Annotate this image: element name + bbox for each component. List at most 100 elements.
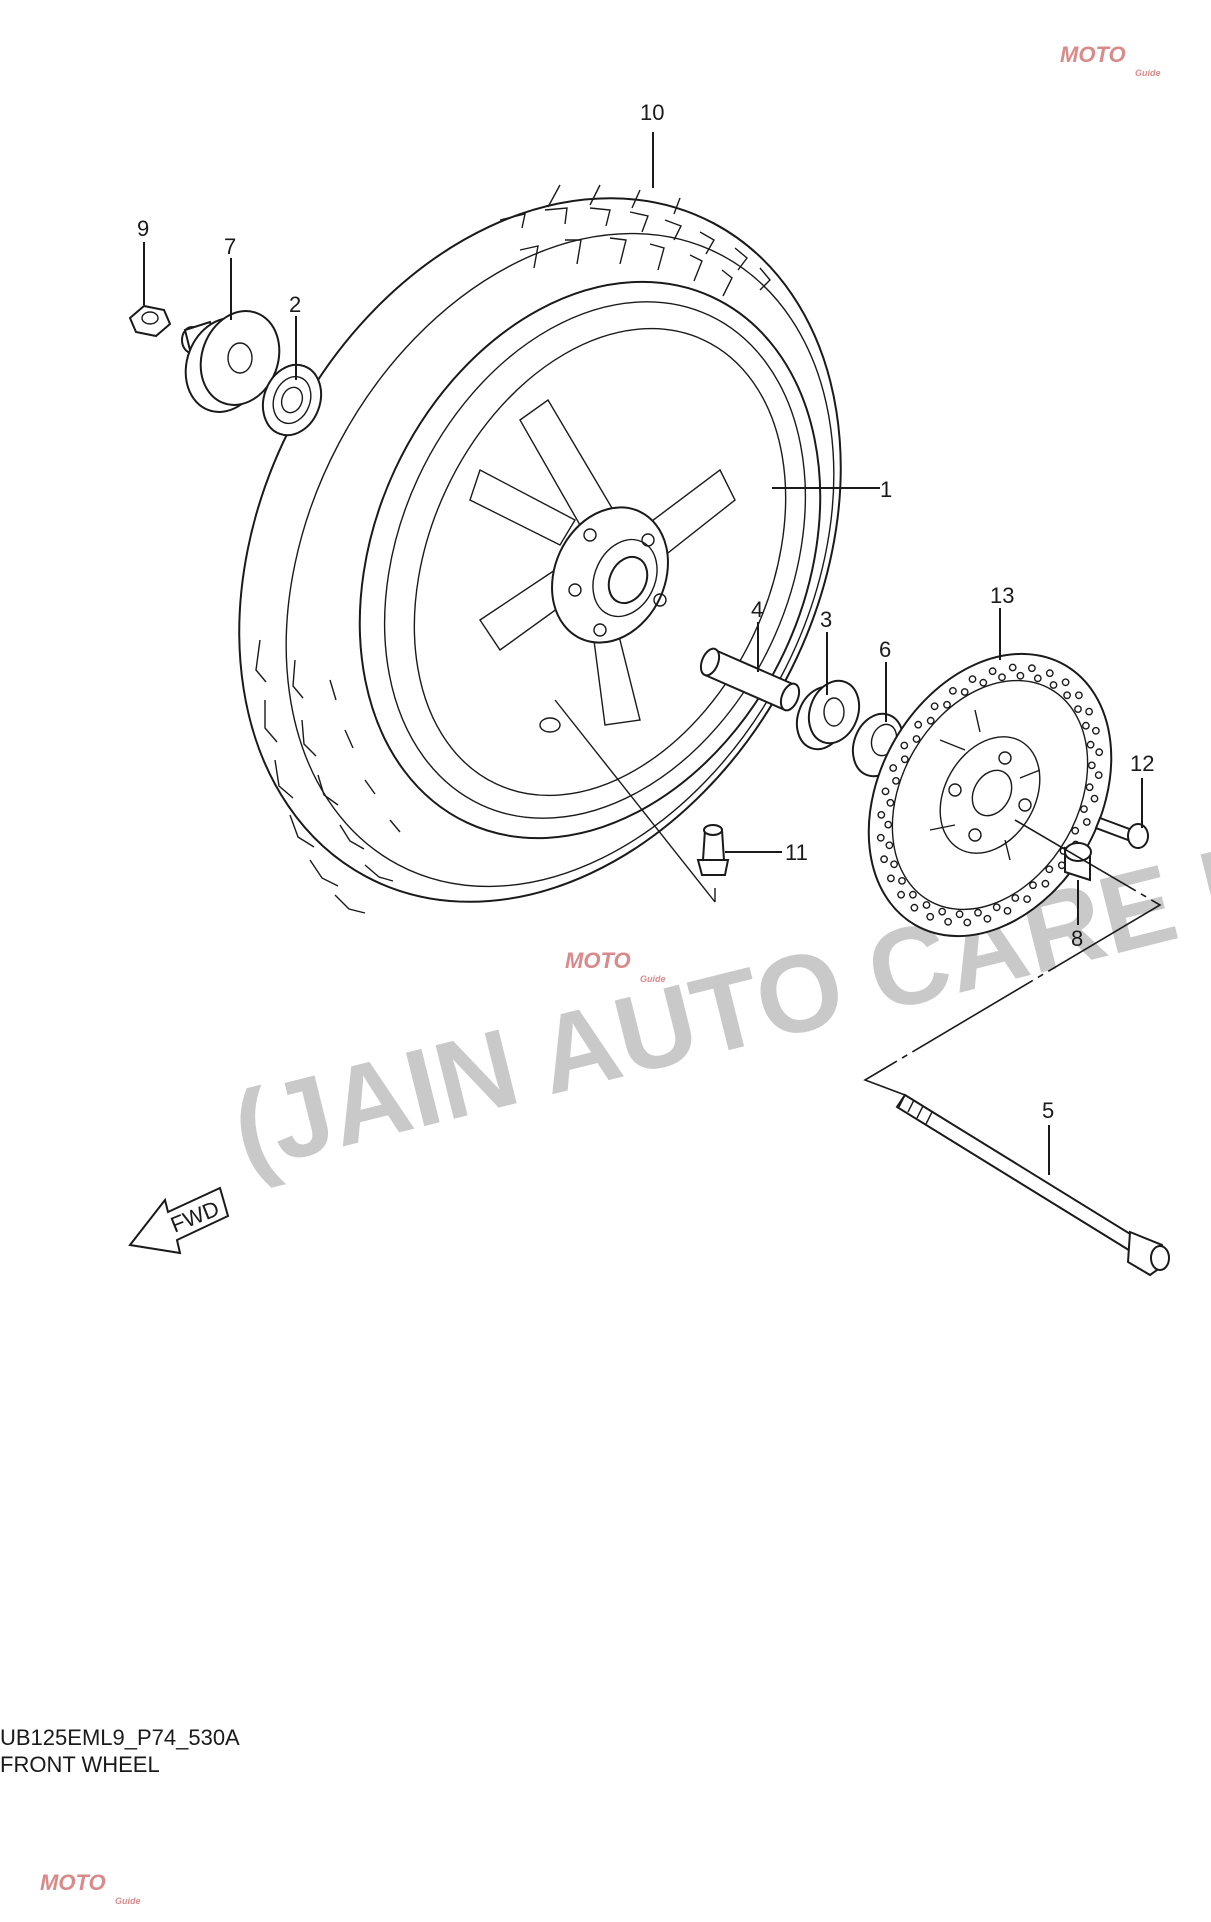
disc-hole (1063, 691, 1072, 700)
disc-hole (1085, 783, 1094, 792)
disc-hole (912, 735, 921, 743)
disc-hole (890, 860, 898, 869)
disc-hole (1094, 771, 1103, 779)
disc-hole (898, 877, 906, 885)
logo-top-sub: Guide (1135, 68, 1161, 78)
disc-hole (900, 741, 909, 750)
disc-hole (897, 890, 905, 899)
disc-hole (960, 688, 969, 696)
diagram-code: UB125EML9_P74_530A (0, 1725, 240, 1750)
callout-5: 5 (1042, 1098, 1054, 1123)
disc-hole (930, 702, 939, 711)
disc-hole (884, 820, 893, 829)
disc-hole (909, 890, 917, 899)
disc-hole (1003, 907, 1012, 915)
disc-hole (955, 910, 964, 919)
disc-hole (1033, 674, 1042, 683)
callout-2: 2 (289, 292, 301, 317)
disc-hole (1028, 664, 1036, 673)
disc-hole (887, 874, 895, 883)
disc-hole (968, 675, 977, 683)
disc-hole (1082, 721, 1090, 730)
callout-7: 7 (224, 234, 236, 259)
callout-13: 13 (990, 583, 1014, 608)
callout-11: 11 (785, 840, 808, 865)
disc-hole (1045, 669, 1054, 678)
disc-hole (1080, 805, 1088, 813)
seal-part-7 (184, 310, 281, 413)
disc-hole (877, 811, 886, 819)
spacer-part-4 (699, 647, 801, 712)
logo-top: MOTO Guide (1060, 42, 1161, 78)
callout-8: 8 (1071, 926, 1083, 951)
disc-hole (886, 798, 895, 807)
disc-hole (889, 764, 898, 772)
logo-bottom: MOTO Guide (40, 1870, 141, 1906)
disc-hole (1074, 705, 1082, 713)
disc-hole (974, 908, 982, 917)
disc-hole (938, 907, 947, 916)
disc-hole (926, 716, 935, 725)
leader-lines (143, 132, 1162, 1175)
disc-hole (876, 833, 885, 842)
disc-hole (963, 918, 972, 927)
callout-1: 1 (880, 477, 892, 502)
disc-hole (880, 855, 888, 864)
disc-hole (1029, 881, 1037, 890)
disc-hole (1075, 691, 1083, 700)
disc-hole (900, 755, 909, 764)
callout-3: 3 (820, 607, 832, 632)
disc-hole (926, 912, 935, 921)
callout-9: 9 (137, 216, 149, 241)
callout-4: 4 (751, 597, 763, 622)
disc-hole (1087, 761, 1096, 770)
diagram-title: FRONT WHEEL (0, 1752, 160, 1777)
brake-disc-part-13 (867, 652, 1113, 938)
disc-hole (922, 901, 931, 909)
disc-hole (992, 903, 1001, 912)
logo-center: MOTO Guide (565, 948, 666, 984)
nut-part-9 (128, 304, 172, 338)
bearing-part-3 (795, 679, 861, 751)
disc-hole (1016, 671, 1025, 680)
logo-center-sub: Guide (640, 974, 666, 984)
logo-top-text: MOTO (1060, 42, 1126, 67)
disc-hole (1082, 818, 1091, 826)
bolt-part-12 (1094, 816, 1149, 849)
disc-hole (983, 914, 992, 923)
valve-part-11 (696, 824, 730, 876)
bearing-part-2 (261, 363, 323, 437)
disc-hole (1011, 894, 1020, 902)
disc-hole (1041, 879, 1050, 888)
disc-hole (1008, 663, 1017, 672)
logo-bottom-text: MOTO (40, 1870, 106, 1895)
disc-hole (1086, 740, 1095, 749)
callouts: 10 9 7 2 1 13 4 3 6 12 11 8 5 (137, 100, 1154, 1123)
disc-hole (885, 841, 894, 850)
disc-hole (944, 917, 952, 926)
disc-hole (988, 667, 997, 676)
disc-hole (949, 687, 957, 695)
rim-illustration (358, 280, 822, 840)
callout-6: 6 (879, 637, 891, 662)
disc-hole (1095, 748, 1104, 757)
disc-hole (1071, 826, 1080, 835)
disc-hole (943, 700, 951, 709)
disc-hole (979, 678, 988, 687)
disc-hole (1045, 865, 1054, 874)
disc-hole (1085, 707, 1094, 716)
disc-hole (1061, 678, 1070, 687)
disc-hole (998, 673, 1006, 682)
fwd-arrow: FWD (128, 1186, 230, 1255)
disc-hole (892, 777, 900, 785)
logo-center-text: MOTO (565, 948, 631, 973)
disc-hole (1049, 681, 1058, 689)
disc-hole (1090, 794, 1099, 803)
axle-part-5 (895, 1093, 1170, 1277)
collar-part-8 (1064, 842, 1092, 882)
disc-hole (914, 720, 923, 729)
disc-hole (1092, 726, 1100, 735)
logo-bottom-sub: Guide (115, 1896, 141, 1906)
disc-hole (910, 903, 919, 912)
